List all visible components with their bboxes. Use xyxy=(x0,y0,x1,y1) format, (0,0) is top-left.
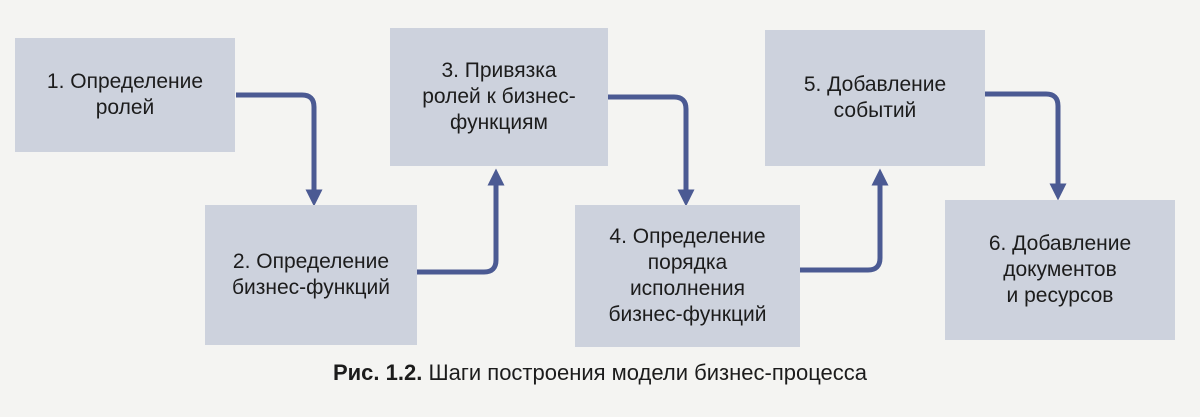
figure-title: Шаги построения модели бизнес-процесса xyxy=(428,360,868,385)
step-text-6: 6. Добавление документов и ресурсов xyxy=(988,231,1132,308)
step-box-5: 5. Добавление событий xyxy=(765,30,985,166)
step-box-3: 3. Привязка ролей к бизнес- функциям xyxy=(390,28,608,166)
step-box-1: 1. Определение ролей xyxy=(15,38,235,152)
arrow-5-to-6 xyxy=(985,91,1067,201)
step-box-4: 4. Определение порядка исполнения бизнес… xyxy=(575,205,800,347)
arrow-4-to-5 xyxy=(800,168,889,273)
step-text-3: 3. Привязка ролей к бизнес- функциям xyxy=(422,58,576,135)
step-text-2: 2. Определение бизнес-функций xyxy=(232,249,390,299)
step-text-1: 1. Определение ролей xyxy=(46,69,204,119)
step-box-6: 6. Добавление документов и ресурсов xyxy=(945,200,1175,340)
arrow-1-to-2 xyxy=(236,92,323,207)
arrow-2-to-3 xyxy=(417,168,505,275)
figure-caption: Рис. 1.2. Шаги построения модели бизнес-… xyxy=(0,360,1200,386)
arrow-3-to-4 xyxy=(608,94,695,207)
step-text-4: 4. Определение порядка исполнения бизнес… xyxy=(608,224,767,327)
figure-label: Рис. 1.2. xyxy=(332,360,423,385)
step-text-5: 5. Добавление событий xyxy=(803,72,947,122)
step-box-2: 2. Определение бизнес-функций xyxy=(205,205,417,345)
